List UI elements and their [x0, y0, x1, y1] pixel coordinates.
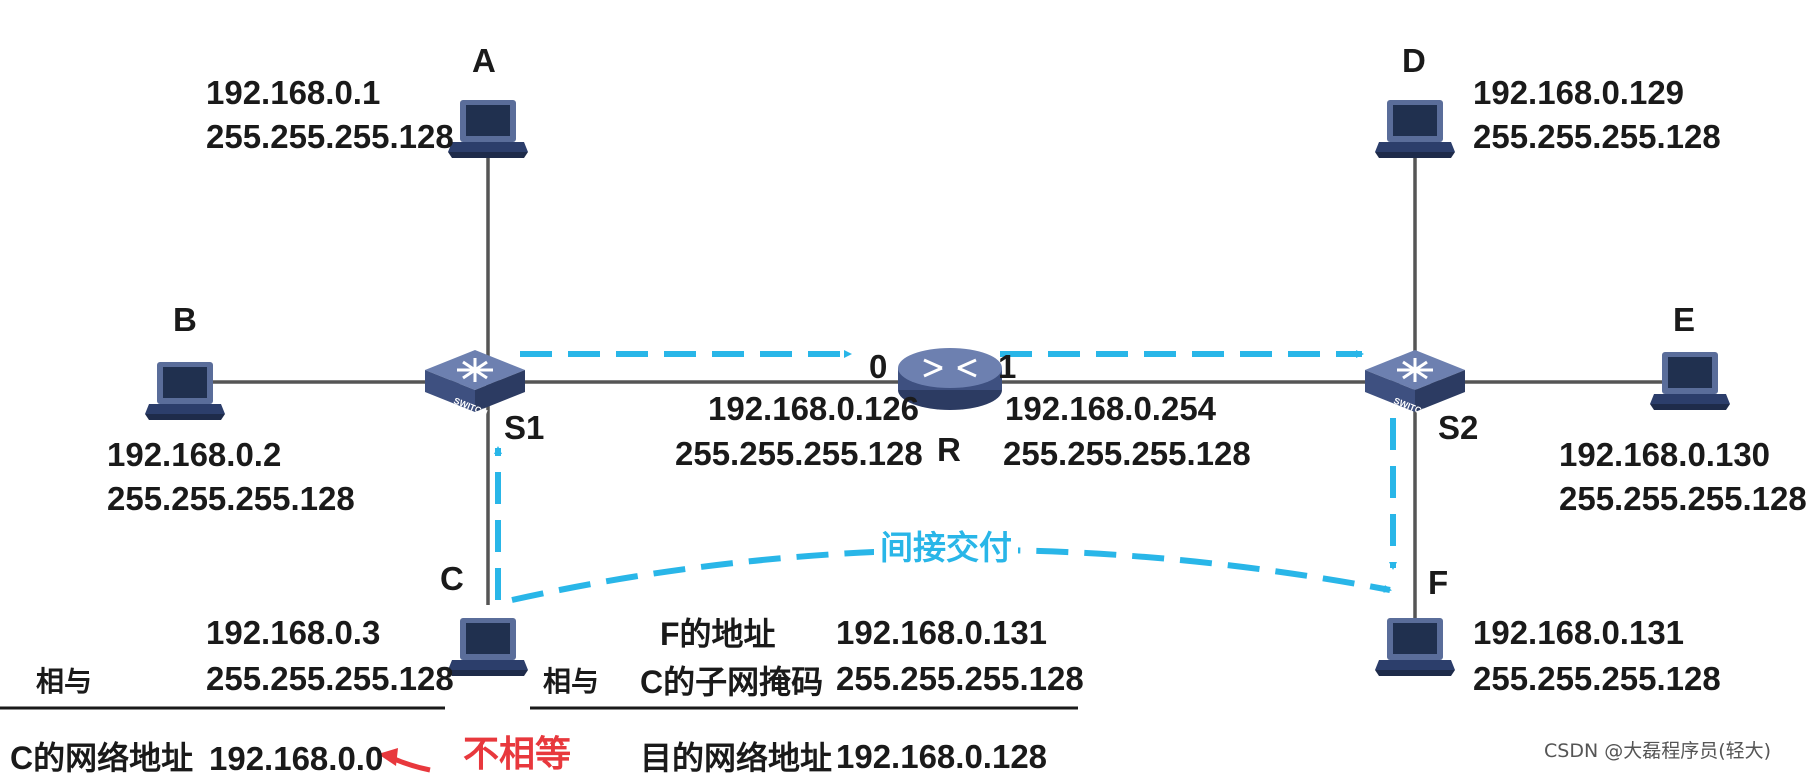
host-e-name: E: [1673, 301, 1696, 338]
calc-left-and-label: 相与: [36, 665, 93, 698]
host-e-ip: 192.168.0.130: [1559, 436, 1771, 473]
c-subnet-mask-label: C的子网掩码: [640, 664, 824, 700]
watermark: CSDN @大磊程序员(轻大): [1544, 740, 1772, 762]
dest-network-address-value: 192.168.0.128: [836, 738, 1048, 775]
host-e-mask: 255.255.255.128: [1559, 480, 1807, 517]
host-a-name: A: [472, 42, 496, 79]
host-f-ip: 192.168.0.131: [1473, 614, 1685, 651]
switch-s2-label: S2: [1438, 409, 1479, 446]
c-network-address-label: C的网络地址: [10, 740, 194, 776]
host-b-name: B: [173, 301, 197, 338]
dest-network-address-label: 目的网络地址: [640, 740, 833, 776]
pc-a-icon[interactable]: [448, 100, 528, 158]
router-icon-text: ROUTER: [931, 409, 970, 419]
host-d-mask: 255.255.255.128: [1473, 118, 1721, 155]
host-f-mask: 255.255.255.128: [1473, 660, 1721, 697]
host-a-ip: 192.168.0.1: [206, 74, 381, 111]
host-d-name: D: [1402, 42, 1426, 79]
host-f-name: F: [1428, 564, 1449, 601]
network-diagram: SWITCH SWITCH ROUTER A 192.168.0.1 255.2…: [0, 42, 1807, 776]
pc-e-icon[interactable]: [1650, 352, 1730, 410]
calc-right-and-label: 相与: [543, 665, 600, 698]
red-arrow: [378, 748, 431, 773]
router-port-1-label: 1: [998, 348, 1017, 385]
router-port-0-ip: 192.168.0.126: [708, 390, 920, 427]
host-b-ip: 192.168.0.2: [107, 436, 282, 473]
indirect-delivery-label: 间接交付: [874, 531, 1018, 564]
not-equal-label: 不相等: [463, 734, 572, 775]
pc-c-icon[interactable]: [448, 618, 528, 676]
topology-canvas: SWITCH SWITCH ROUTER: [0, 100, 1730, 773]
router-port-1-mask: 255.255.255.128: [1003, 435, 1251, 472]
host-a-mask: 255.255.255.128: [206, 118, 454, 155]
c-network-address-value: 192.168.0.0: [209, 740, 384, 777]
pc-d-icon[interactable]: [1375, 100, 1455, 158]
switch-s1-label: S1: [504, 409, 545, 446]
f-address-label: F的地址: [660, 616, 776, 652]
f-address-value: 192.168.0.131: [836, 614, 1048, 651]
router-port-1-ip: 192.168.0.254: [1005, 390, 1217, 427]
host-c-ip: 192.168.0.3: [206, 614, 381, 651]
router-name: R: [937, 431, 961, 468]
pc-b-icon[interactable]: [145, 362, 225, 420]
host-c-mask: 255.255.255.128: [206, 660, 454, 697]
host-c-name: C: [440, 560, 464, 597]
router-port-0-label: 0: [869, 348, 888, 385]
host-d-ip: 192.168.0.129: [1473, 74, 1685, 111]
host-b-mask: 255.255.255.128: [107, 480, 355, 517]
router-port-0-mask: 255.255.255.128: [675, 435, 923, 472]
c-subnet-mask-value: 255.255.255.128: [836, 660, 1084, 697]
pc-f-icon[interactable]: [1375, 618, 1455, 676]
